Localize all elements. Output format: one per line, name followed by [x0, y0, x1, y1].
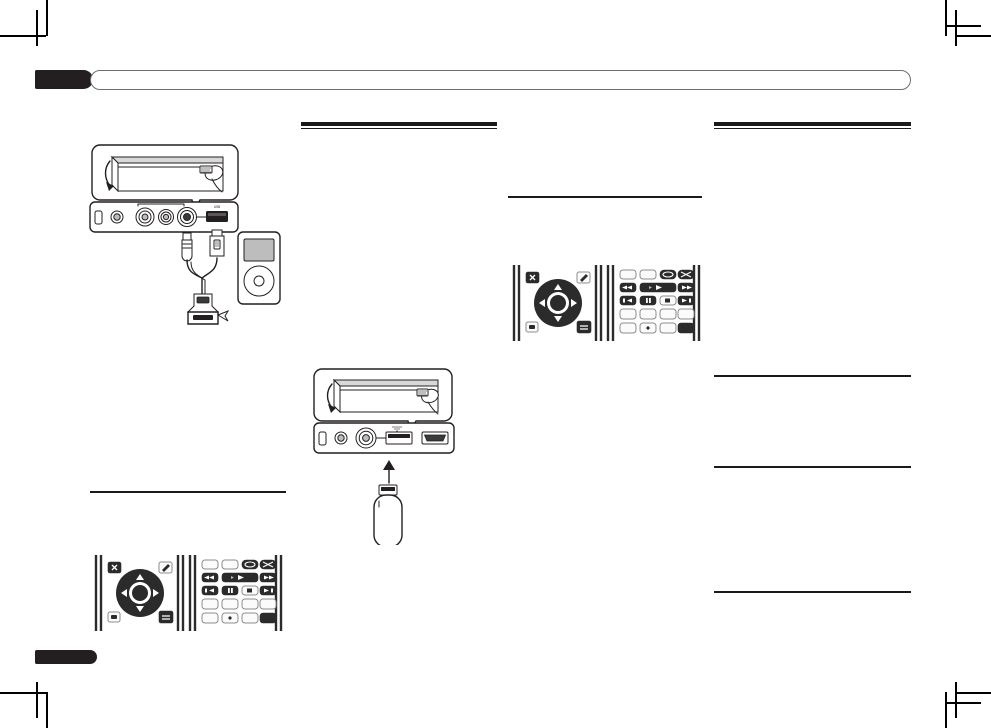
remote-button-enter [576, 320, 592, 334]
rule-thin-line [714, 128, 911, 129]
ipod-dock-cable [181, 229, 230, 325]
remote-button-up [136, 574, 144, 580]
remote-key-repeat [659, 269, 677, 280]
remote-key-r5c1 [619, 322, 637, 334]
ipod-player [237, 231, 281, 305]
remote-key-r4c1 [201, 598, 219, 610]
rule-thin-left-column-1 [90, 491, 286, 493]
remote-control-figure-middle [510, 263, 706, 343]
remote-button-down [554, 316, 562, 322]
remote-key-r4c4 [677, 308, 695, 320]
rule-heavy-middle-column [301, 122, 497, 130]
front-panel-usb-row [313, 422, 455, 454]
remote-key-r4c2 [639, 308, 657, 320]
remote-key-r4c4 [259, 598, 277, 610]
remote-control-figure-left [92, 553, 288, 633]
remote-key-r5c3 [659, 322, 677, 334]
remote-key-r1c1 [201, 559, 219, 570]
remote-key-r1c1 [619, 269, 637, 280]
remote-key-r1c2 [639, 269, 657, 280]
rule-thin-right-column-2 [714, 466, 911, 468]
remote-button-ok [132, 585, 148, 601]
header-title-bar [90, 70, 911, 90]
remote-button-left [121, 589, 127, 597]
remote-key-r4c3 [241, 598, 259, 610]
remote-key-r5c1 [201, 612, 219, 624]
remote-dpad-section [94, 555, 185, 631]
header-chapter-tab [35, 70, 93, 89]
rule-thin-right-column-3 [714, 591, 911, 593]
rule-thin-line [301, 128, 497, 129]
remote-key-r4c1 [619, 308, 637, 320]
rule-thin-right-column-1 [714, 375, 911, 377]
usb-connection-figure [312, 365, 462, 545]
remote-key-pause [639, 295, 657, 306]
front-panel-jack-row: USB [89, 201, 239, 233]
remote-button-ok [550, 295, 566, 311]
remote-key-r5c4 [259, 612, 277, 624]
insert-arrow [383, 460, 395, 484]
remote-button-right [153, 589, 159, 597]
remote-key-r4c3 [659, 308, 677, 320]
usb-flash-drive [373, 484, 403, 545]
remote-key-r5c3 [241, 612, 259, 624]
remote-keypad-section [606, 265, 701, 341]
rule-thick-line [714, 122, 911, 126]
remote-key-pause [221, 585, 239, 596]
svg-text:USB: USB [214, 205, 221, 209]
remote-button-left [539, 299, 545, 307]
remote-button-up [554, 284, 562, 290]
rule-thick-line [301, 122, 497, 126]
remote-keypad-section [188, 555, 283, 631]
remote-button-down [136, 606, 144, 612]
rule-heavy-right-column [714, 122, 911, 130]
remote-key-r4c2 [221, 598, 239, 610]
remote-key-r5c4 [677, 322, 695, 334]
ipod-connection-figure: USB [88, 140, 288, 355]
receiver-front-panel-callout [313, 368, 453, 433]
remote-key-repeat [241, 559, 259, 570]
receiver-front-panel-callout [91, 144, 239, 212]
remote-key-r1c2 [221, 559, 239, 570]
remote-dpad-section [512, 265, 603, 341]
remote-button-right [571, 299, 577, 307]
rule-thin-middle-column-1 [508, 196, 702, 198]
remote-button-enter [158, 610, 174, 624]
footer-page-tab [35, 650, 97, 664]
